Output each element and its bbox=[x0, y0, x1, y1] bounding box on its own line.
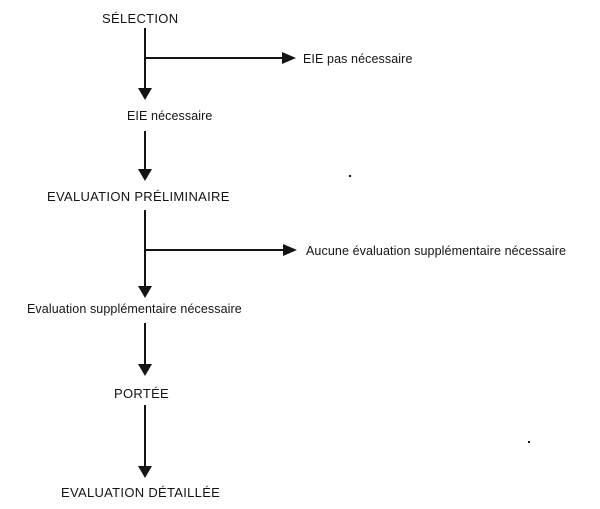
arrow-evaluation-supplementaire-to-portee-line bbox=[144, 323, 146, 365]
node-portee: PORTÉE bbox=[114, 386, 170, 401]
node-evaluation-supplementaire-necessaire: Evaluation supplémentaire nécessaire bbox=[27, 302, 242, 316]
scan-speck bbox=[528, 441, 530, 443]
arrow-evaluation-preliminaire-to-evaluation-supplementaire-line bbox=[144, 210, 146, 287]
node-eie-pas-necessaire: EIE pas nécessaire bbox=[303, 52, 413, 66]
arrow-portee-to-evaluation-detaillee-line bbox=[144, 405, 146, 467]
node-evaluation-detaillee: EVALUATION DÉTAILLÉE bbox=[61, 485, 221, 500]
scan-speck bbox=[349, 175, 351, 177]
branch-to-eie-pas-necessaire-line bbox=[145, 57, 282, 59]
arrow-evaluation-preliminaire-to-evaluation-supplementaire-head-icon bbox=[138, 286, 152, 298]
node-eie-necessaire: EIE nécessaire bbox=[127, 109, 213, 123]
arrow-evaluation-supplementaire-to-portee-head-icon bbox=[138, 364, 152, 376]
node-aucune-evaluation-supplementaire-necessaire: Aucune évaluation supplémentaire nécessa… bbox=[306, 244, 567, 258]
node-evaluation-preliminaire: EVALUATION PRÉLIMINAIRE bbox=[47, 189, 230, 204]
branch-to-eie-pas-necessaire-head-icon bbox=[282, 52, 296, 64]
branch-to-aucune-evaluation-head-icon bbox=[283, 244, 297, 256]
arrow-portee-to-evaluation-detaillee-head-icon bbox=[138, 466, 152, 478]
arrow-eie-necessaire-to-evaluation-preliminaire-head-icon bbox=[138, 169, 152, 181]
node-selection: SÉLECTION bbox=[102, 11, 179, 26]
arrow-selection-to-eie-necessaire-head-icon bbox=[138, 88, 152, 100]
branch-to-aucune-evaluation-line bbox=[145, 249, 283, 251]
arrow-eie-necessaire-to-evaluation-preliminaire-line bbox=[144, 131, 146, 170]
